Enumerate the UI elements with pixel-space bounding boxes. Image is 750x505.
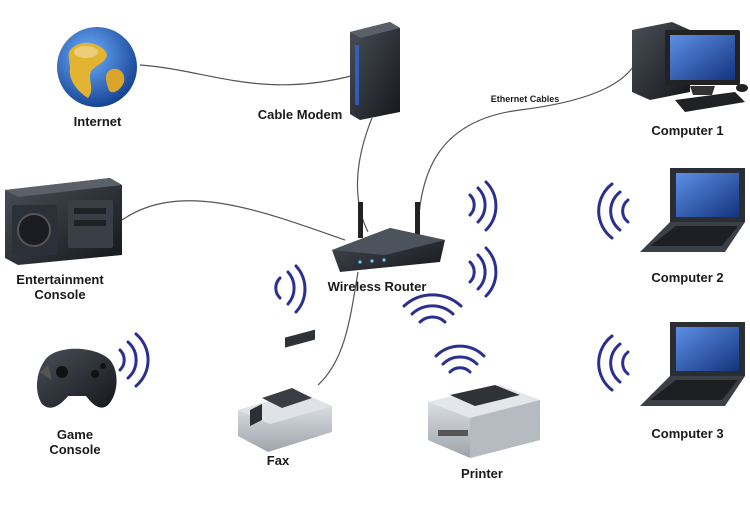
- wifi-signal-icon: [468, 180, 498, 232]
- label-wireless-router: Wireless Router: [327, 279, 427, 294]
- label-entertainment-console: Entertainment Console: [16, 272, 104, 302]
- label-computer-2: Computer 2: [651, 270, 724, 285]
- label-internet: Internet: [73, 114, 122, 129]
- speaker-console-icon: [5, 178, 122, 265]
- wifi-signal-icon: [597, 182, 630, 240]
- label-cable-modem: Cable Modem: [257, 107, 343, 122]
- wifi-signal-icon: [434, 344, 486, 374]
- wifi-signal-icon: [118, 332, 150, 388]
- wifi-signal-icon: [597, 334, 630, 392]
- label-ethernet-cables: Ethernet Cables: [490, 94, 560, 104]
- laptop-icon: [640, 168, 745, 252]
- modem-icon: [350, 22, 400, 120]
- label-game-console: Game Console: [49, 427, 101, 457]
- label-fax: Fax: [266, 453, 290, 468]
- desktop-computer-icon: [632, 22, 748, 112]
- router-icon: [332, 202, 445, 272]
- cable-lines: [121, 54, 641, 386]
- label-computer-3: Computer 3: [651, 426, 724, 441]
- wifi-signal-icon: [274, 264, 307, 314]
- cable-internet-modem: [139, 64, 356, 86]
- wifi-signal-icon: [402, 293, 463, 324]
- cable-router-computer1: [417, 54, 641, 231]
- laptop-icon: [640, 322, 745, 406]
- cable-modem-router: [356, 117, 373, 233]
- gamepad-icon: [36, 348, 117, 408]
- cable-console-router: [121, 200, 346, 241]
- fax-machine-icon: [238, 329, 332, 452]
- cable-router-fax: [317, 271, 359, 386]
- label-printer: Printer: [461, 466, 503, 481]
- wifi-signal-icon: [468, 246, 498, 298]
- label-computer-1: Computer 1: [651, 123, 724, 138]
- printer-icon: [428, 385, 540, 458]
- globe-icon: [57, 27, 137, 107]
